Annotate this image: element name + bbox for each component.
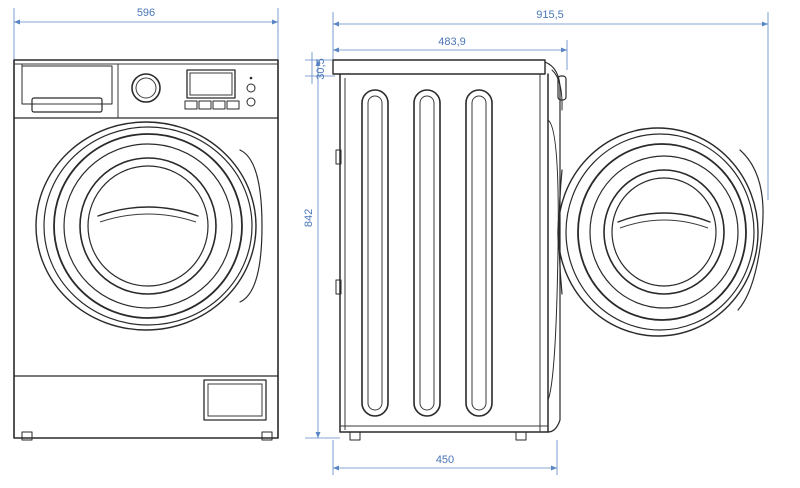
side-view [332,59,567,441]
dim-base-depth [332,440,558,475]
detergent-drawer [21,65,113,113]
side-body-outline [339,73,549,433]
button-row [184,100,240,110]
front-door [35,121,263,331]
side-feet [349,431,527,441]
side-top-lid [332,59,546,75]
label-total-depth: 915,5 [536,9,564,21]
label-top-offset: 30,5 [315,58,327,79]
dim-body-depth [333,40,568,70]
front-view [13,59,279,441]
filter-hatch [203,379,267,421]
dimension-labels: 596 915,5 483,9 30,5 842 450 [137,7,564,466]
label-front-width: 596 [137,7,155,19]
dim-top-offset [305,52,335,84]
side-ribs [361,89,493,417]
label-height: 842 [303,209,315,227]
display-panel [186,69,236,99]
label-base-depth: 450 [436,454,454,466]
program-knob [131,73,161,103]
front-body-outline [13,59,279,439]
dim-height [305,60,340,439]
side-knob [557,75,567,101]
label-body-depth: 483,9 [438,36,466,48]
open-door-view [557,127,764,337]
dim-total-depth [332,12,769,200]
front-feet [21,431,273,441]
dim-front-width [13,8,279,60]
dimension-lines [13,8,769,475]
